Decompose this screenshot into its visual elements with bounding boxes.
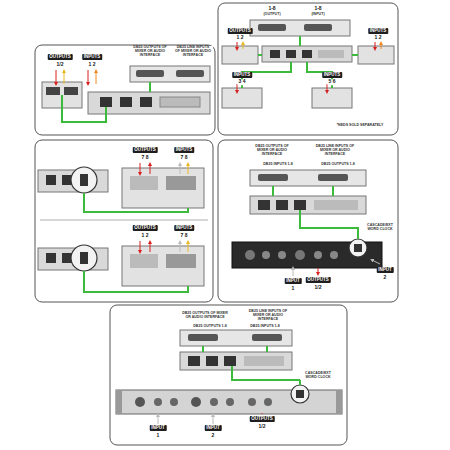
connection-note: CASCADE/EXT WORD CLOCK [364,224,396,232]
channel-number: 1 2 [141,233,150,239]
port-tag: INPUT [377,267,394,273]
port-tag: OUTPUTS [228,28,253,34]
channel-number: 1 [291,286,296,292]
connection-note: (OUTPUT) [262,13,281,17]
panel-frame [35,3,398,445]
connection-note: DB25 LINE INPUTS OF MIXER OR AUDIO INTER… [173,46,213,58]
connection-note: (INPUT) [310,13,325,17]
port-tag: OUTPUTS [48,54,73,60]
panel-3-devices [38,163,208,292]
channel-number: 1 2 [374,35,383,41]
channel-number: 1-8 [313,6,322,12]
port-tag: OUTPUTS [306,277,331,283]
channel-number: 1/2 [314,285,323,291]
port-tag: INPUTS [174,225,194,231]
channel-number: 1 2 [236,35,245,41]
connection-note: DB25 LINE INPUTS OF MIXER OR AUDIO INTER… [243,310,293,322]
connection-note: DB25 OUTPUTS 1-8 [192,325,228,329]
channel-number: 5 6 [328,79,337,85]
panel-5-devices [116,330,342,424]
channel-number: 2 [211,433,216,439]
channel-number: 1 [156,433,161,439]
connection-note: DB25 INPUTS 1-8 [249,325,281,329]
port-tag: INPUT [205,425,222,431]
connection-note: DB25 OUTPUTS OF MIXER OR AUDIO INTERFACE [249,145,296,157]
channel-number: 1/2 [56,62,65,68]
channel-number: 2 [383,275,388,281]
port-tag: OUTPUTS [133,225,158,231]
channel-number: 1 2 [88,62,97,68]
channel-number: 1/2 [258,424,267,430]
channel-number: 3 4 [238,79,247,85]
channel-number: 1-8 [267,6,276,12]
port-tag: INPUTS [82,54,102,60]
port-tag: INPUT [285,278,302,284]
panel-2-devices [222,20,394,108]
connection-note: DB25 OUTPUTS OF MIXER OR AUDIO INTERFACE [130,46,170,58]
port-tag: INPUT [150,425,167,431]
connection-note: DB25 LINE INPUTS OF MIXER OR AUDIO INTER… [312,145,359,157]
channel-number: 7 8 [180,155,189,161]
port-tag: INPUTS [322,72,342,78]
connection-note: DB25 OUTPUTS OF MIXER OR AUDIO INTERFACE [180,312,230,320]
channel-number: 7 8 [180,233,189,239]
connection-note: DB25 OUTPUTS 1-8 [320,163,356,167]
connection-note: CASCADE/EXT WORD CLOCK [300,372,336,380]
panel-4-devices [232,170,382,276]
connection-note: DB25 INPUTS 1-8 [262,163,294,167]
channel-number: 7 8 [141,155,150,161]
connection-note: *NEDS SOLD SEPARATELY [336,124,385,128]
port-tag: INPUTS [232,72,252,78]
panel-1-devices [42,66,210,122]
port-tag: INPUTS [174,147,194,153]
port-tag: INPUTS [368,28,388,34]
port-tag: OUTPUTS [250,416,275,422]
port-tag: OUTPUTS [133,147,158,153]
